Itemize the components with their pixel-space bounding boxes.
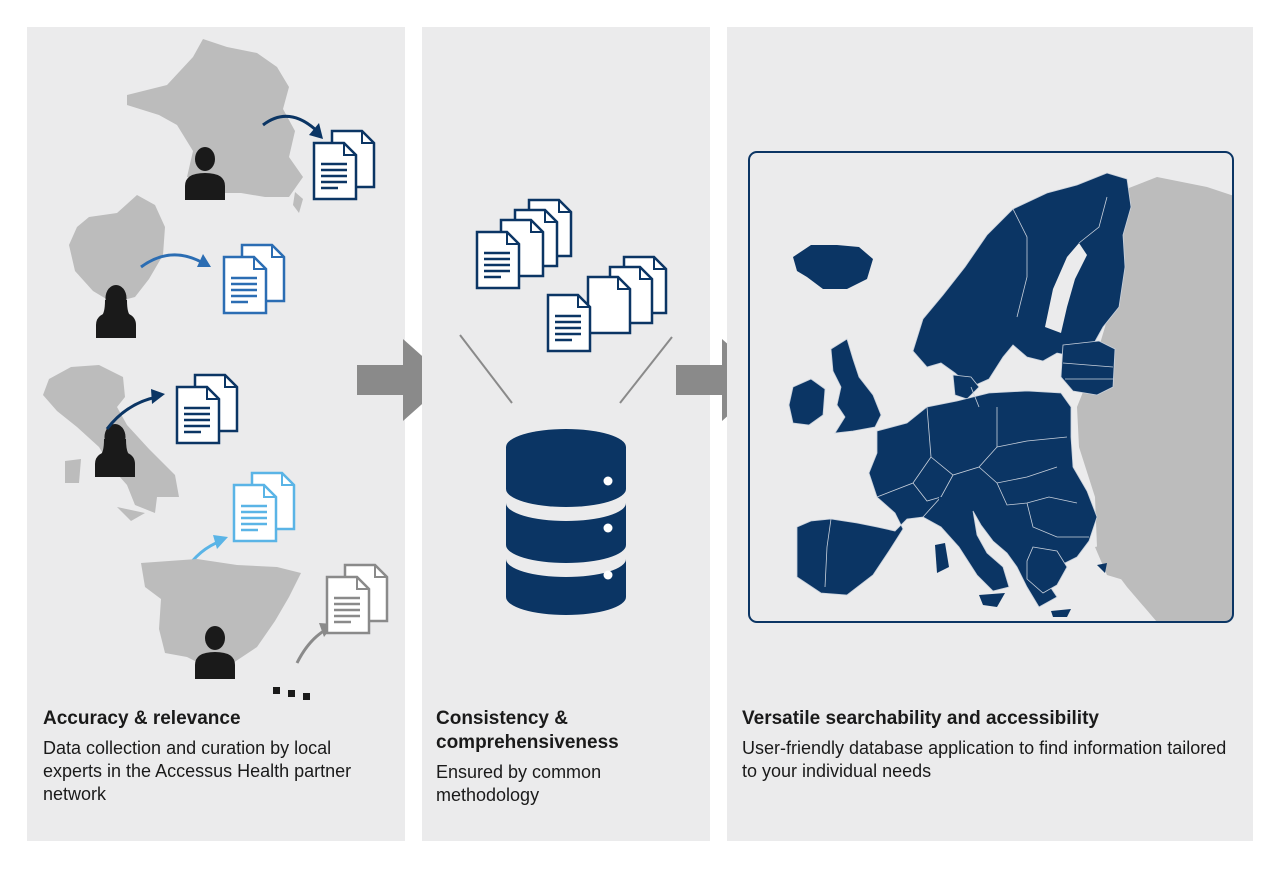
document-stack-icon: [546, 255, 668, 353]
document-stack-icon: [475, 198, 573, 290]
local-experts-illustration: [43, 39, 405, 700]
document-stack-icon: [314, 131, 374, 199]
europe-map-illustration: [748, 151, 1234, 623]
document-stack-icon: [327, 565, 387, 633]
europe-map: [788, 172, 1233, 622]
caption-searchability: Versatile searchability and accessibilit…: [742, 707, 1242, 783]
ellipsis-icon: [273, 687, 310, 700]
document-stack-icon: [234, 473, 294, 541]
caption-title: Versatile searchability and accessibilit…: [742, 708, 1099, 729]
caption-accuracy: Accuracy & relevance Data collection and…: [43, 707, 393, 806]
document-stack-icon: [177, 375, 237, 443]
database-illustration: [459, 198, 673, 615]
database-icon: [506, 429, 626, 615]
panel-data-collection: Accuracy & relevance Data collection and…: [27, 27, 405, 841]
caption-title: Accuracy & relevance: [43, 708, 241, 729]
caption-body: User-friendly database application to fi…: [742, 738, 1227, 781]
caption-body: Ensured by common methodology: [436, 762, 602, 805]
germany-shape: [69, 195, 165, 303]
caption-title: Consistency & comprehensiveness: [436, 708, 619, 753]
france-shape: [127, 39, 303, 197]
caption-consistency: Consistency & comprehensiveness Ensured …: [436, 707, 696, 807]
panel-searchability: Versatile searchability and accessibilit…: [727, 27, 1253, 841]
spain-shape: [141, 559, 301, 667]
document-stack-icon: [224, 245, 284, 313]
panel-methodology: Consistency & comprehensiveness Ensured …: [422, 27, 710, 841]
caption-body: Data collection and curation by local ex…: [43, 738, 352, 804]
